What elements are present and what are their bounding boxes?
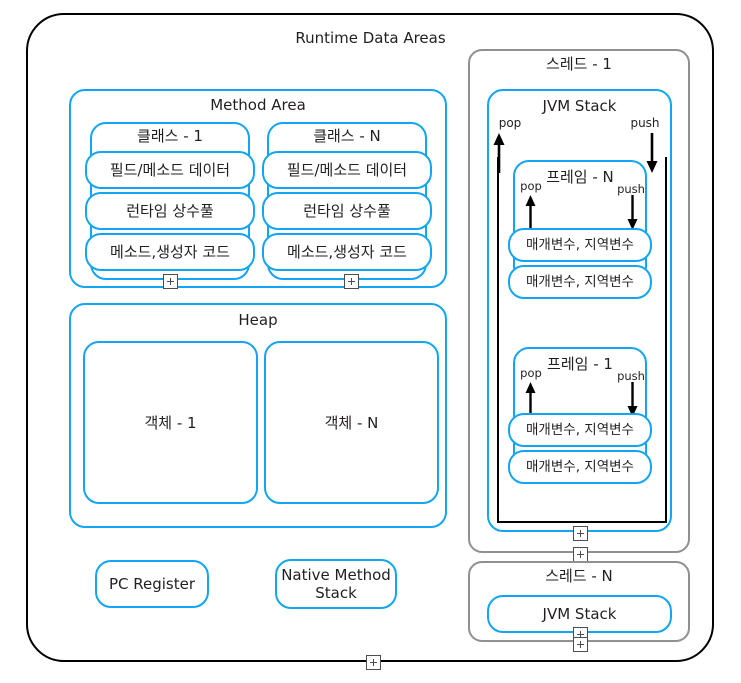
- frame-1-pop-arrow-icon: [524, 382, 537, 417]
- pc-register-box: PC Register: [95, 560, 209, 608]
- expand-icon-class-n[interactable]: [344, 274, 359, 289]
- stack-push-arrow-icon: [645, 133, 659, 173]
- class-n-row-0-label: 필드/메소드 데이터: [286, 161, 408, 179]
- expand-icon-runtime-data-areas[interactable]: [366, 655, 381, 670]
- class-title-n: 클래스 - N: [313, 127, 381, 145]
- frame-1-push-label: push: [617, 369, 645, 383]
- frame-n-push-label: push: [617, 182, 645, 196]
- heap-object-box-1: 객체 - 1: [83, 341, 258, 504]
- class-n-row-2: 메소드,생성자 코드: [262, 233, 432, 271]
- stack-pop-label: pop: [498, 116, 522, 130]
- method-area-title: Method Area: [210, 96, 306, 114]
- frame-1-slot-0: 매개변수, 지역변수: [508, 413, 652, 447]
- thread-n-jvm-stack-title: JVM Stack: [542, 605, 617, 623]
- frame-n-pop-label: pop: [520, 179, 542, 193]
- frame-1-slot-1: 매개변수, 지역변수: [508, 450, 652, 484]
- expand-icon-jvm-stack-1[interactable]: [573, 526, 588, 541]
- frame-1-slot-0-label: 매개변수, 지역변수: [526, 421, 634, 438]
- native-method-stack-label: Native Method Stack: [277, 561, 395, 607]
- frame-title-n: 프레임 - N: [546, 168, 614, 186]
- frame-n-slot-0: 매개변수, 지역변수: [508, 228, 652, 262]
- class-1-row-1: 런타임 상수풀: [85, 192, 255, 230]
- class-1-row-2-label: 메소드,생성자 코드: [110, 243, 230, 261]
- thread-1-title: 스레드 - 1: [546, 55, 612, 73]
- class-n-row-1-label: 런타임 상수풀: [303, 202, 391, 220]
- frame-1-push-arrow-icon: [626, 382, 639, 417]
- frame-n-slot-1-label: 매개변수, 지역변수: [526, 273, 634, 290]
- class-1-row-0: 필드/메소드 데이터: [85, 151, 255, 189]
- frame-1-pop-label: pop: [520, 366, 542, 380]
- native-method-stack-label-line2: Stack: [315, 584, 357, 602]
- expand-icon-thread-n[interactable]: [573, 637, 588, 652]
- frame-1-slot-1-label: 매개변수, 지역변수: [526, 458, 634, 475]
- page-title: Runtime Data Areas: [295, 29, 446, 47]
- heap-object-label-n: 객체 - N: [324, 413, 379, 432]
- frame-n-pop-arrow-icon: [524, 195, 537, 230]
- class-1-row-0-label: 필드/메소드 데이터: [109, 161, 231, 179]
- frame-title-1: 프레임 - 1: [547, 355, 613, 373]
- expand-icon-class-1[interactable]: [163, 274, 178, 289]
- frame-n-slot-0-label: 매개변수, 지역변수: [526, 236, 634, 253]
- frame-n-push-arrow-icon: [626, 195, 639, 230]
- class-1-row-1-label: 런타임 상수풀: [126, 202, 214, 220]
- thread-1-jvm-stack-title: JVM Stack: [542, 97, 617, 115]
- native-method-stack-box: Native Method Stack: [275, 559, 397, 609]
- native-method-stack-label-line1: Native Method: [281, 566, 391, 584]
- class-n-row-1: 런타임 상수풀: [262, 192, 432, 230]
- thread-n-title: 스레드 - N: [545, 567, 613, 585]
- frame-n-slot-1: 매개변수, 지역변수: [508, 265, 652, 299]
- heap-object-label-1: 객체 - 1: [144, 413, 197, 432]
- frame-box-1: [513, 347, 647, 469]
- class-1-row-2: 메소드,생성자 코드: [85, 233, 255, 271]
- expand-icon-thread-1[interactable]: [573, 547, 588, 562]
- class-title-1: 클래스 - 1: [137, 127, 203, 145]
- stack-bracket: [497, 157, 667, 523]
- class-n-row-2-label: 메소드,생성자 코드: [287, 243, 407, 261]
- heap-object-box-n: 객체 - N: [264, 341, 439, 504]
- heap-title: Heap: [238, 311, 278, 329]
- class-n-row-0: 필드/메소드 데이터: [262, 151, 432, 189]
- stack-push-label: push: [630, 116, 660, 130]
- pc-register-label: PC Register: [108, 575, 196, 593]
- stack-pop-arrow-icon: [492, 133, 506, 173]
